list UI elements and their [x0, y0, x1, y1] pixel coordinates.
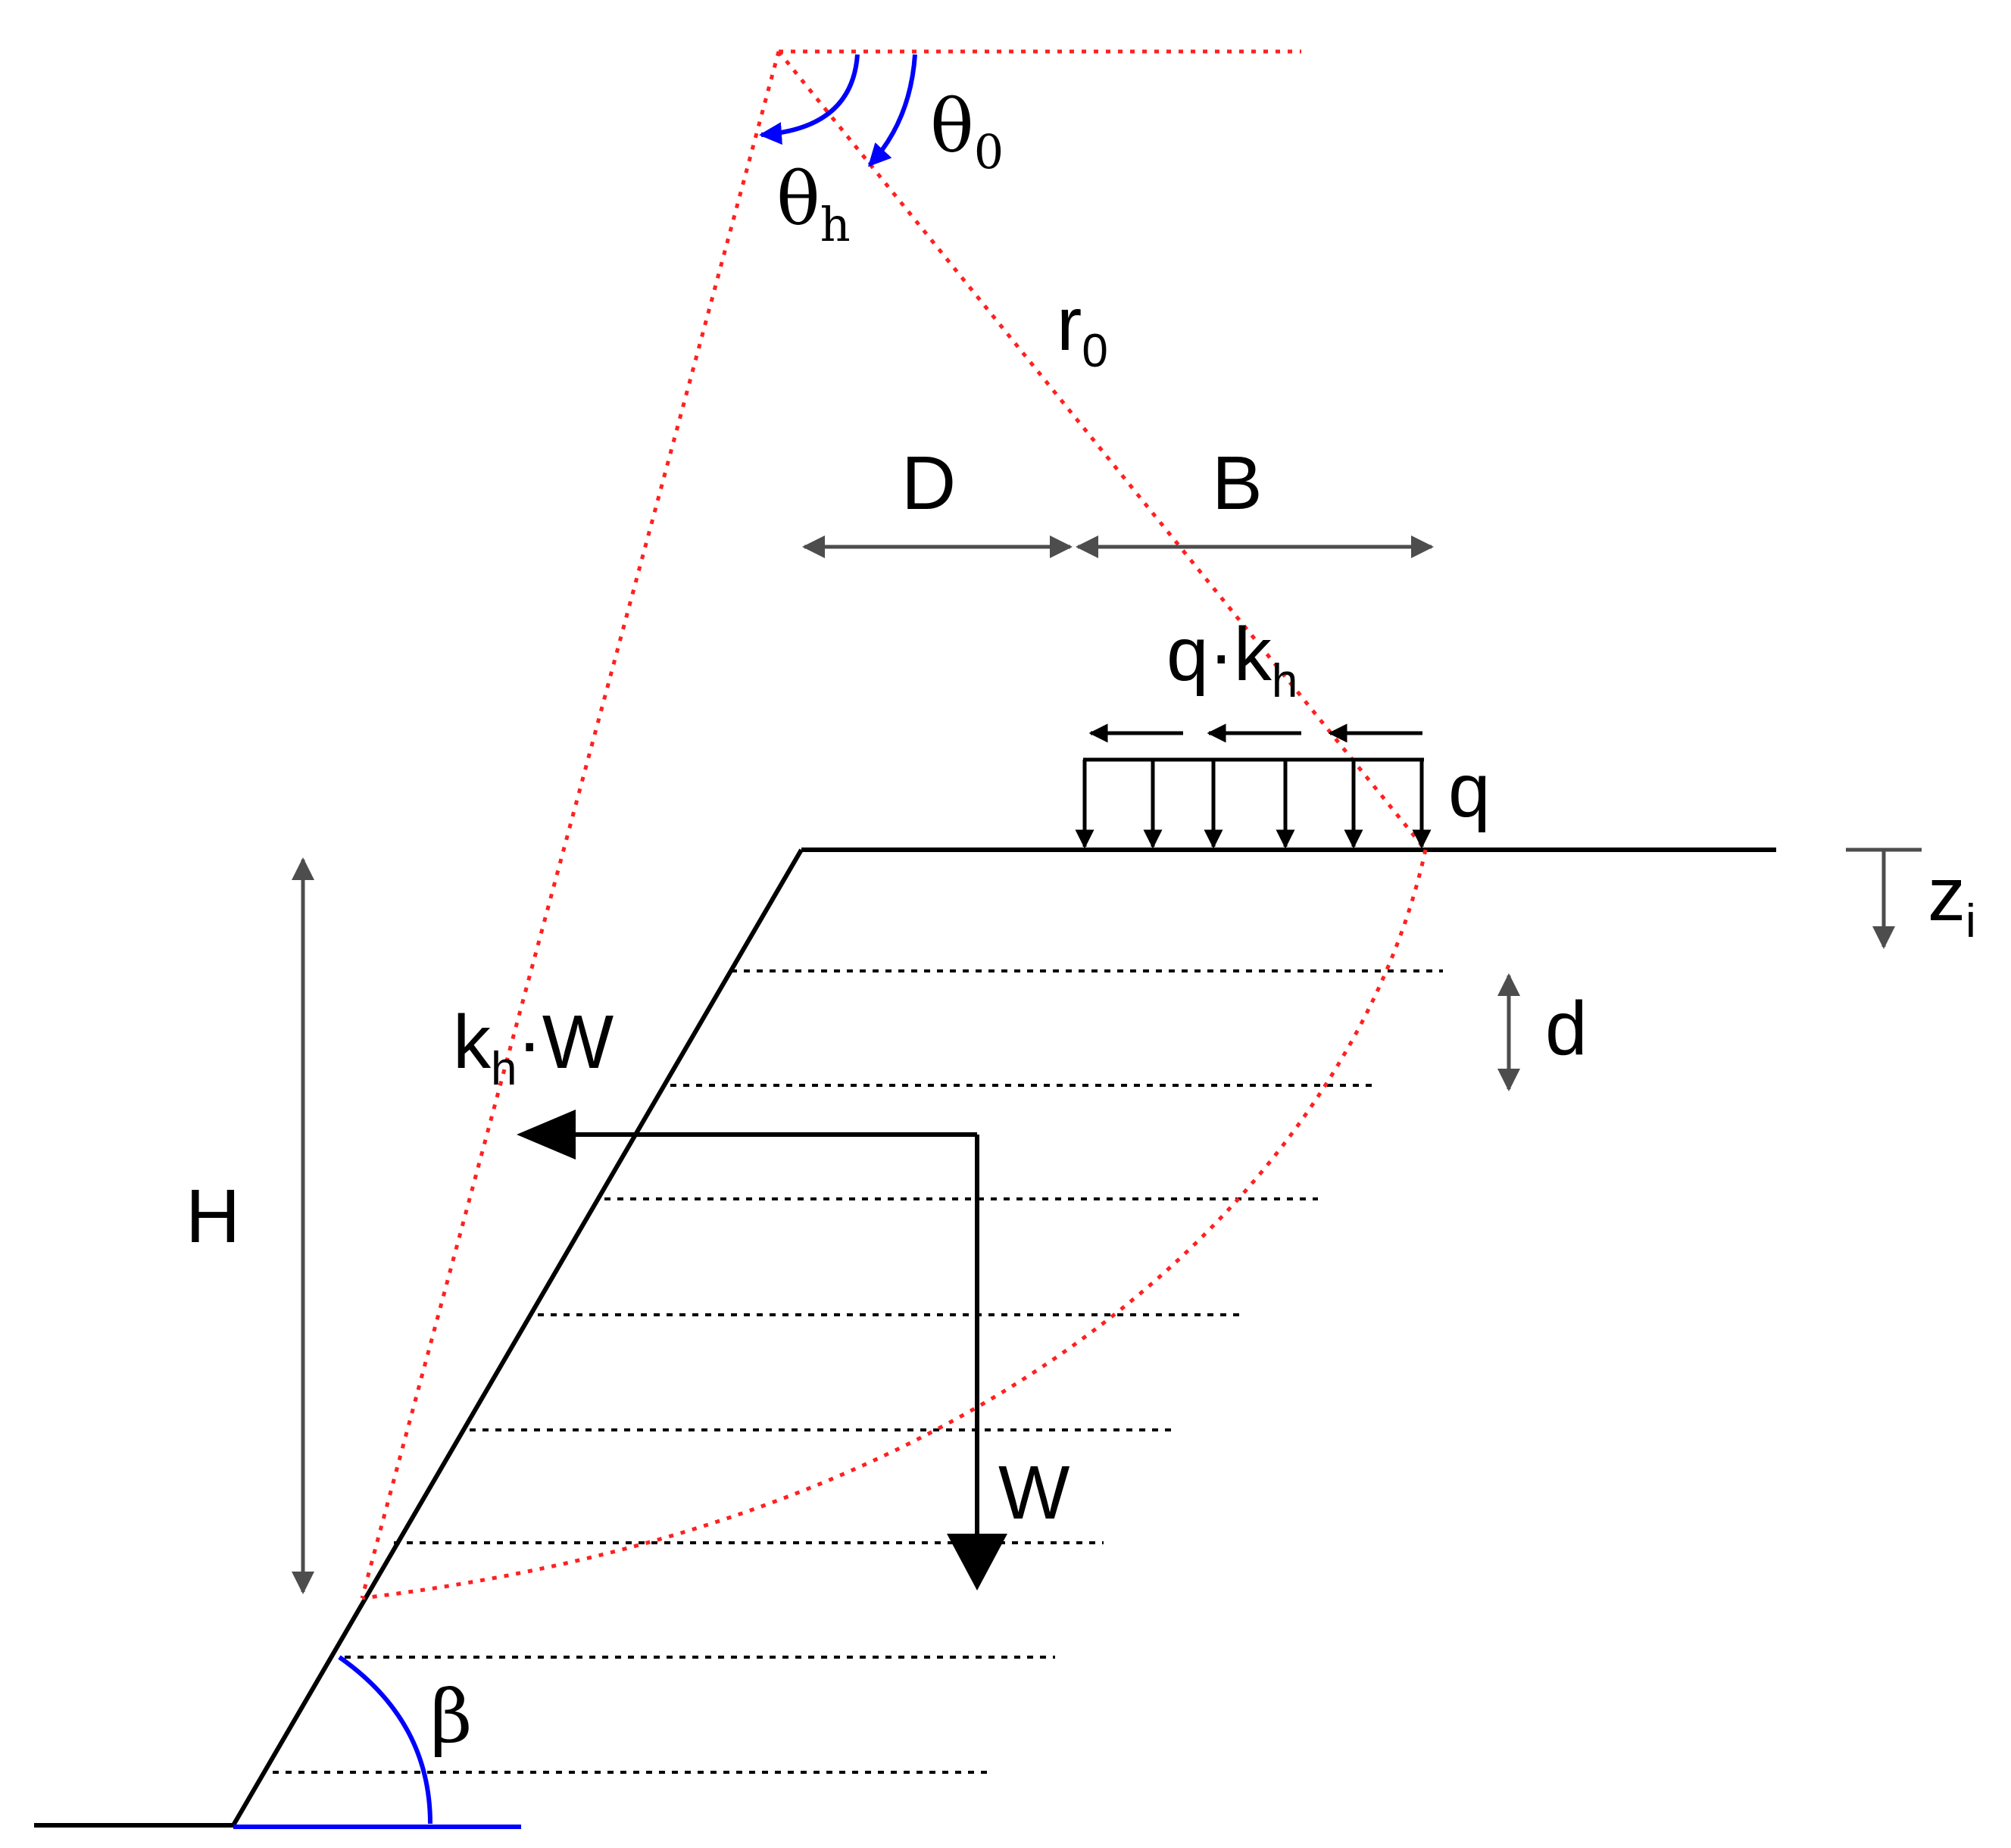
- theta0-arc: [867, 54, 917, 167]
- dimension-arrows: [292, 535, 1922, 1594]
- label-W: W: [998, 1450, 1070, 1535]
- label-B: B: [1212, 441, 1263, 526]
- slope-face: [231, 848, 804, 1827]
- khW-arrowhead: [517, 1110, 576, 1160]
- thetah-arc: [759, 54, 860, 145]
- log-spiral-surface: [361, 849, 1428, 1600]
- label-qkh: q·kh: [1166, 612, 1297, 707]
- slope-profile: [34, 848, 1776, 1828]
- ray-r0: [777, 50, 1427, 851]
- body-forces: [517, 1110, 1007, 1590]
- label-thetah: θh: [776, 157, 851, 252]
- failure-mechanism: [360, 49, 1428, 1600]
- label-q: q: [1448, 748, 1491, 833]
- label-theta0: θ0: [930, 84, 1004, 179]
- labels: θ0 θh r0 D B q·kh q zi d kh·W H W β: [186, 84, 1976, 1759]
- label-beta: β: [430, 1675, 473, 1759]
- label-H: H: [186, 1174, 240, 1259]
- W-arrowhead: [947, 1534, 1007, 1590]
- ray-thetah: [360, 51, 781, 1599]
- label-D: D: [901, 441, 956, 526]
- surcharge-load: [1075, 723, 1432, 849]
- label-d: d: [1545, 986, 1588, 1071]
- label-r0: r0: [1057, 282, 1108, 377]
- beta-arc: [338, 1655, 432, 1825]
- label-khW: kh·W: [453, 1000, 614, 1095]
- soil-layer-lines: [273, 969, 1443, 1774]
- label-zi: zi: [1928, 852, 1976, 947]
- angle-arcs: [233, 54, 917, 1829]
